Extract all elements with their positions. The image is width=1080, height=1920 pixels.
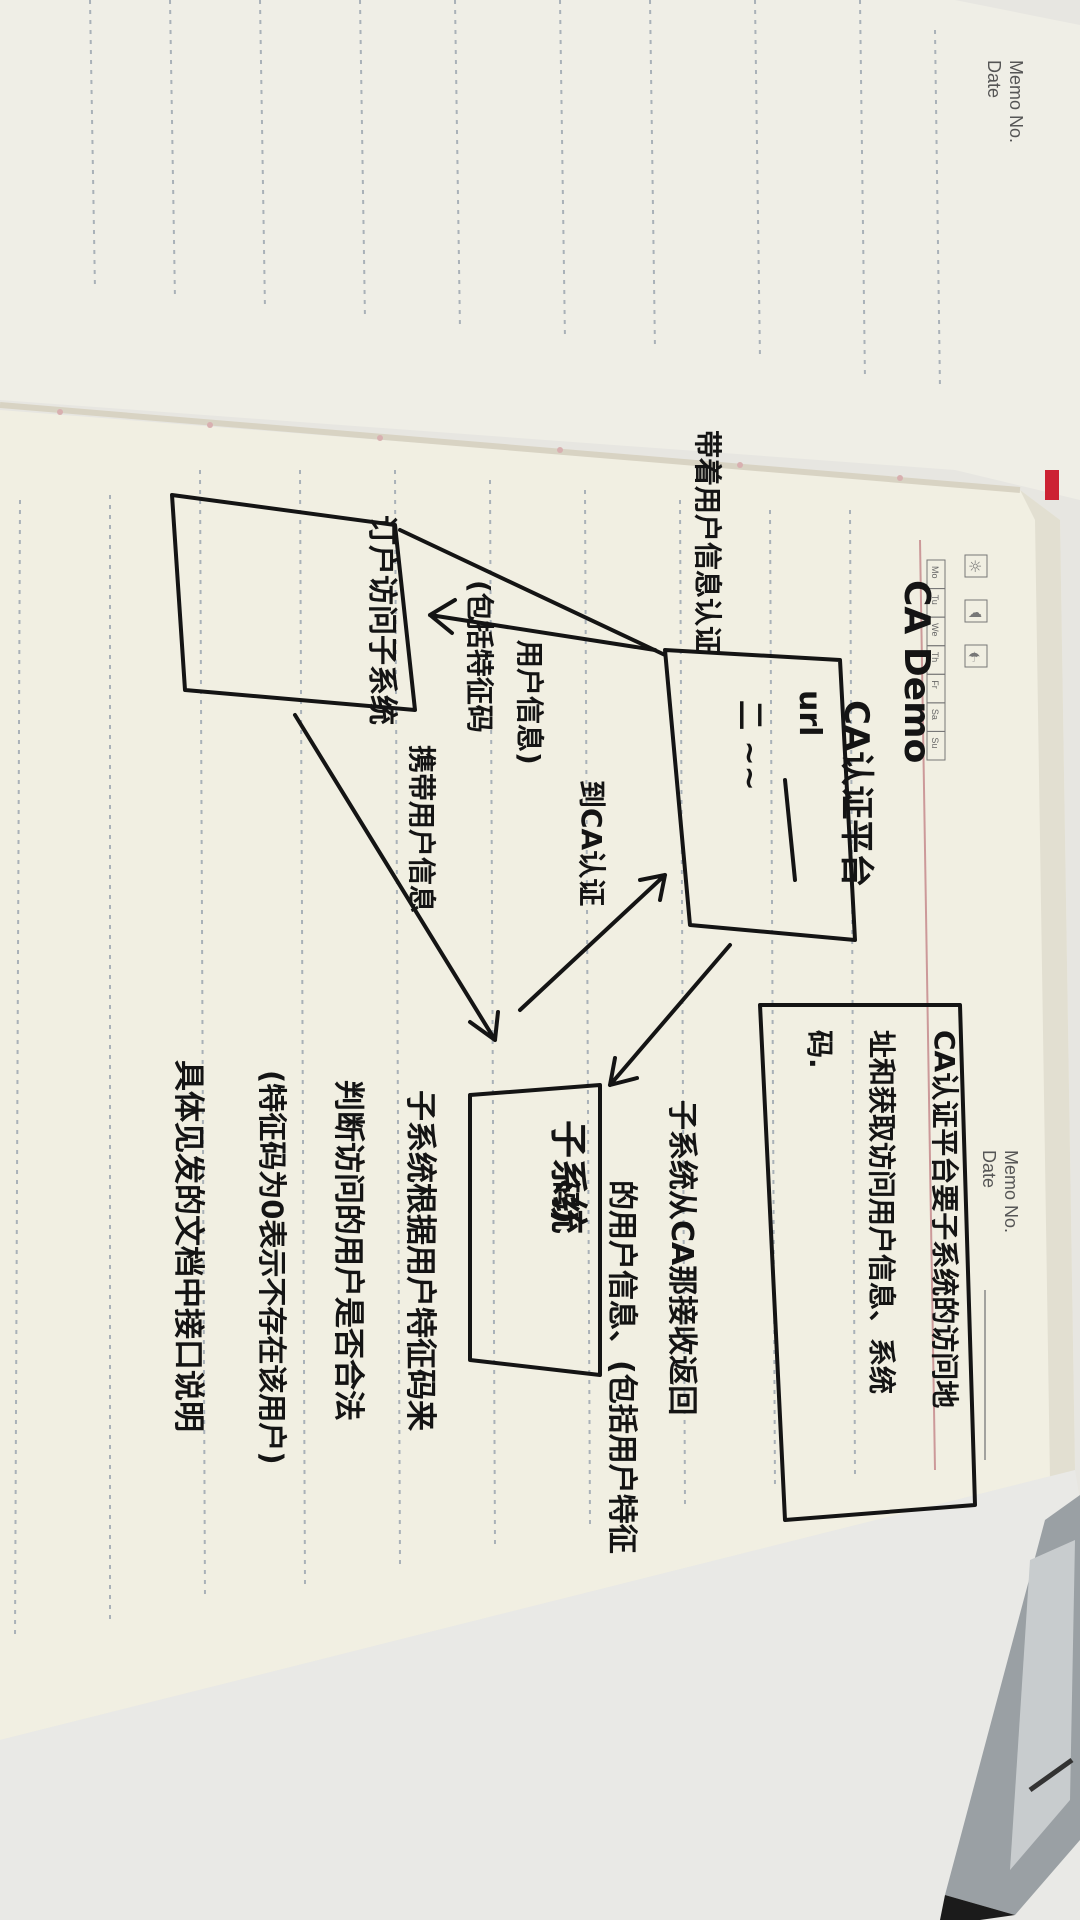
arrow-ca-to-subsystem [608,943,732,1087]
note-bottom-line-3: (特征码为0表示不存在该用户) [255,1070,289,1465]
bookmark-ribbon [1045,470,1059,500]
pen [940,1495,1080,1920]
top-page-header: Memo No. Date [984,60,1026,143]
svg-text:☂: ☂ [968,650,981,666]
arrow-access-to-ca [398,528,667,657]
umbrella-icon [964,644,988,668]
weekday-label: Su [930,737,940,748]
weekday-cell [926,730,946,761]
page-fold [0,402,1021,493]
bottom-date-label: Date [979,1150,999,1188]
weekday-label: Th [930,652,940,663]
ca-box-title: CA认证平台 [836,700,876,887]
ca-box [663,648,857,942]
arrow-label-mid-1: 到CA认证 [575,780,608,906]
arrow-ca-back [428,598,657,652]
sun-icon [964,554,988,578]
note-receive-line-1: 子系统从CA那接收返回 [664,1100,699,1415]
note-receive-line-3: 码) [547,1180,582,1224]
ca-box-lines: 二 ∼∼ [732,700,767,791]
cloud-icon [964,599,988,623]
svg-text:☁: ☁ [968,605,982,621]
arrow-label-top-3: 用户信息) [513,640,546,765]
sketch-title: CA Demo [896,580,937,763]
note-box [758,1003,977,1522]
arrow-subsystem-to-ca [518,873,667,1012]
note-box-line-2: 址和获取访问用户信息、系统 [865,1030,898,1394]
weekday-label: Sa [930,709,940,720]
subsystem-box-text: 子系统 [546,1120,590,1234]
fold-stitches [57,409,903,481]
main-page [0,410,1075,1740]
svg-text:☼: ☼ [968,557,982,576]
weekday-label: Tu [930,595,940,605]
note-receive-line-2: 的用户信息、(包括用户特征 [604,1180,639,1554]
sketch-text: CA Demo CA认证平台 url 二 ∼∼ 订户访问子系统 子系统 带着用户… [170,430,961,1554]
note-bottom-line-2: 判断访问的用户是否合法 [330,1080,366,1421]
access-box-text: 订户访问子系统 [364,515,399,725]
top-memo-label: Memo No. [1006,60,1026,143]
subsystem-box [468,1083,602,1377]
note-bottom-line-4: 具体见发的文档中接口说明 [170,1060,206,1432]
note-box-line-3: 码. [803,1030,836,1069]
arrow-label-top-2: (包括特征码 [463,580,496,733]
note-box-line-1: CA认证平台要子系统的访问地 [928,1030,961,1408]
note-bottom-line-1: 子系统根据用户特征码来 [402,1090,438,1431]
top-date-label: Date [984,60,1004,98]
ca-box-url: url [792,690,827,736]
top-page [0,0,1080,500]
ca-box-underline [783,778,797,882]
weather-icons: ☼ ☁ ☂ [964,554,988,668]
arrow-access-to-subsystem [293,713,500,1042]
bottom-memo-label: Memo No. [1001,1150,1021,1233]
arrow-label-top-1: 带着用户信息认证 [691,430,724,654]
weekday-label: Mo [930,566,940,579]
page-edge [1020,490,1075,1480]
top-page-rules [89,0,941,391]
weekday-label: We [930,623,940,636]
arrow-label-mid-2: 携带用户信息 [405,745,438,913]
bottom-page-header: Memo No. Date [979,1150,1021,1233]
sketch-strokes [170,493,977,1522]
desk-lower [0,1470,1080,1920]
access-box [170,493,417,712]
weekday-label: Fr [930,680,940,689]
